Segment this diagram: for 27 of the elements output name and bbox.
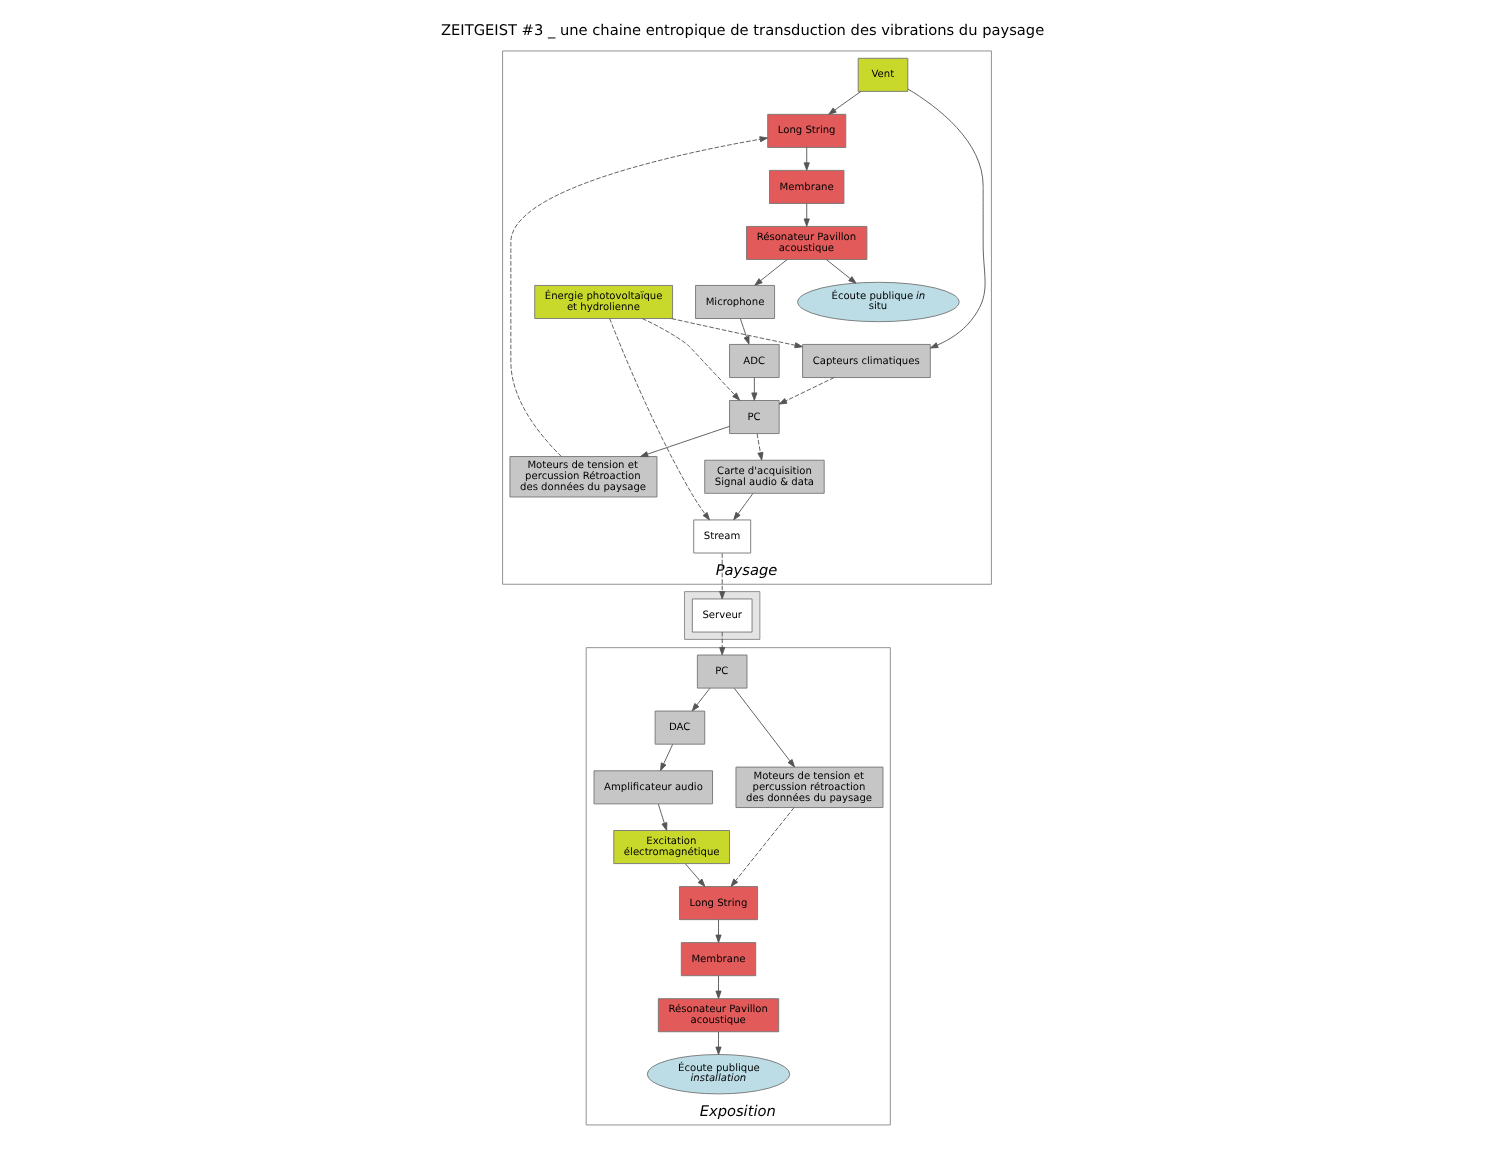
arrow [683,863,705,887]
arrow [714,1031,721,1055]
arrow [827,91,861,115]
arrow [714,919,721,943]
arrow [738,318,749,345]
arrow [670,318,802,349]
arrow [750,377,757,401]
arrow [718,631,725,656]
arrow [755,433,763,461]
arrow [732,687,794,768]
arrow [732,493,753,521]
arrow [608,318,709,521]
arrow [509,136,767,457]
arrow [729,807,794,887]
arrow [640,318,740,401]
arrow [718,552,725,600]
arrow [656,803,667,831]
arrow [753,259,787,286]
arrow [824,259,856,284]
arrow [714,975,721,999]
arrow [802,203,809,227]
arrow [639,425,729,458]
arrow [777,377,834,405]
arrow [659,743,673,772]
arrow [906,88,985,349]
arrow [690,687,710,712]
arrow [802,147,809,171]
